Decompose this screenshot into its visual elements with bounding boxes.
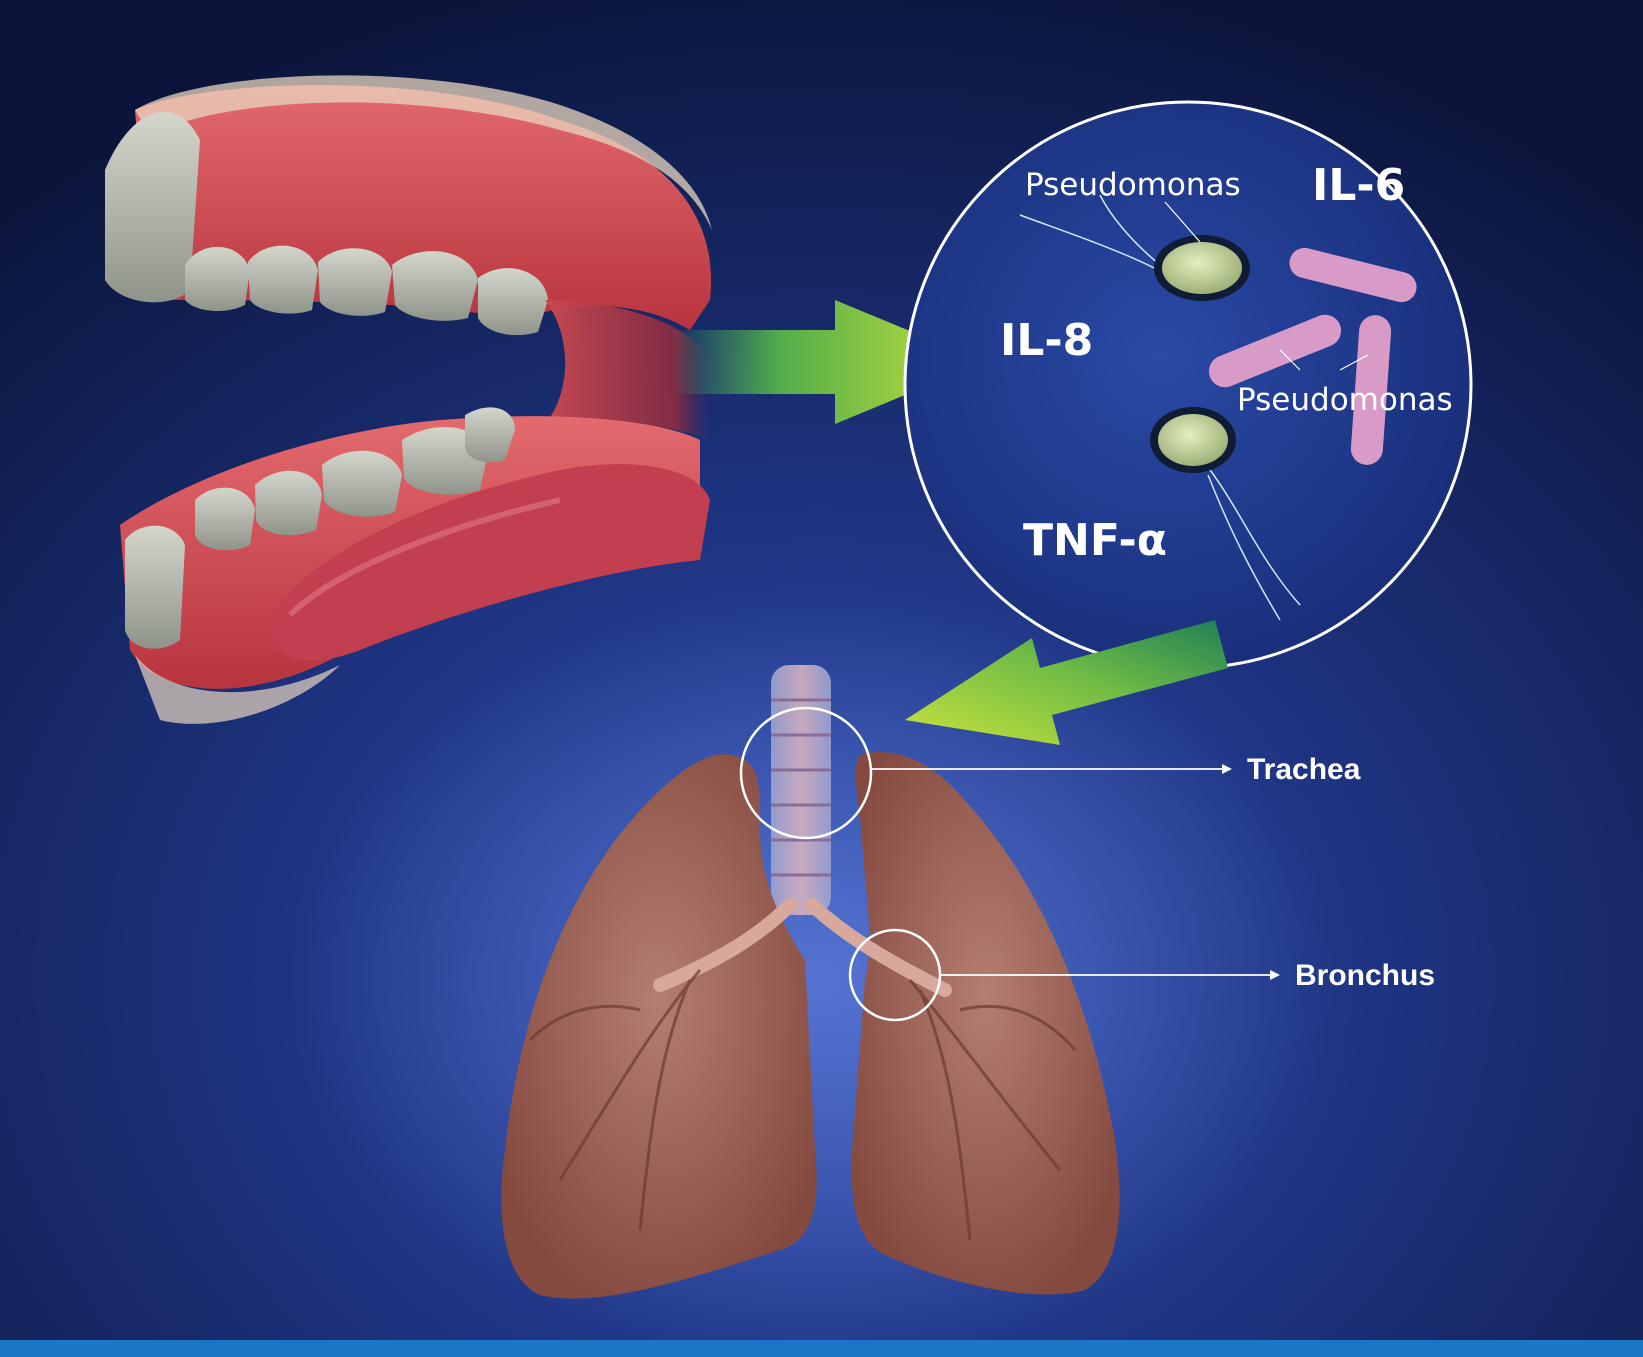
- pseudomonas-label-bottom: Pseudomonas: [1237, 382, 1453, 418]
- bronchus-label: Bronchus: [1295, 959, 1435, 992]
- footer-bar: [0, 1340, 1643, 1357]
- il8-label: IL-8: [1000, 315, 1093, 366]
- inset-circle: Pseudomonas IL-6 IL-8 Pseudomonas TNF-α: [905, 102, 1471, 668]
- trachea: [771, 665, 831, 915]
- tnf-alpha-label: TNF-α: [1023, 515, 1167, 566]
- pseudomonas-label-top: Pseudomonas: [1025, 167, 1241, 203]
- bacteria-cell: [1150, 407, 1236, 473]
- bacteria-cell: [1154, 235, 1250, 301]
- trachea-label: Trachea: [1247, 753, 1361, 786]
- il6-label: IL-6: [1312, 160, 1405, 211]
